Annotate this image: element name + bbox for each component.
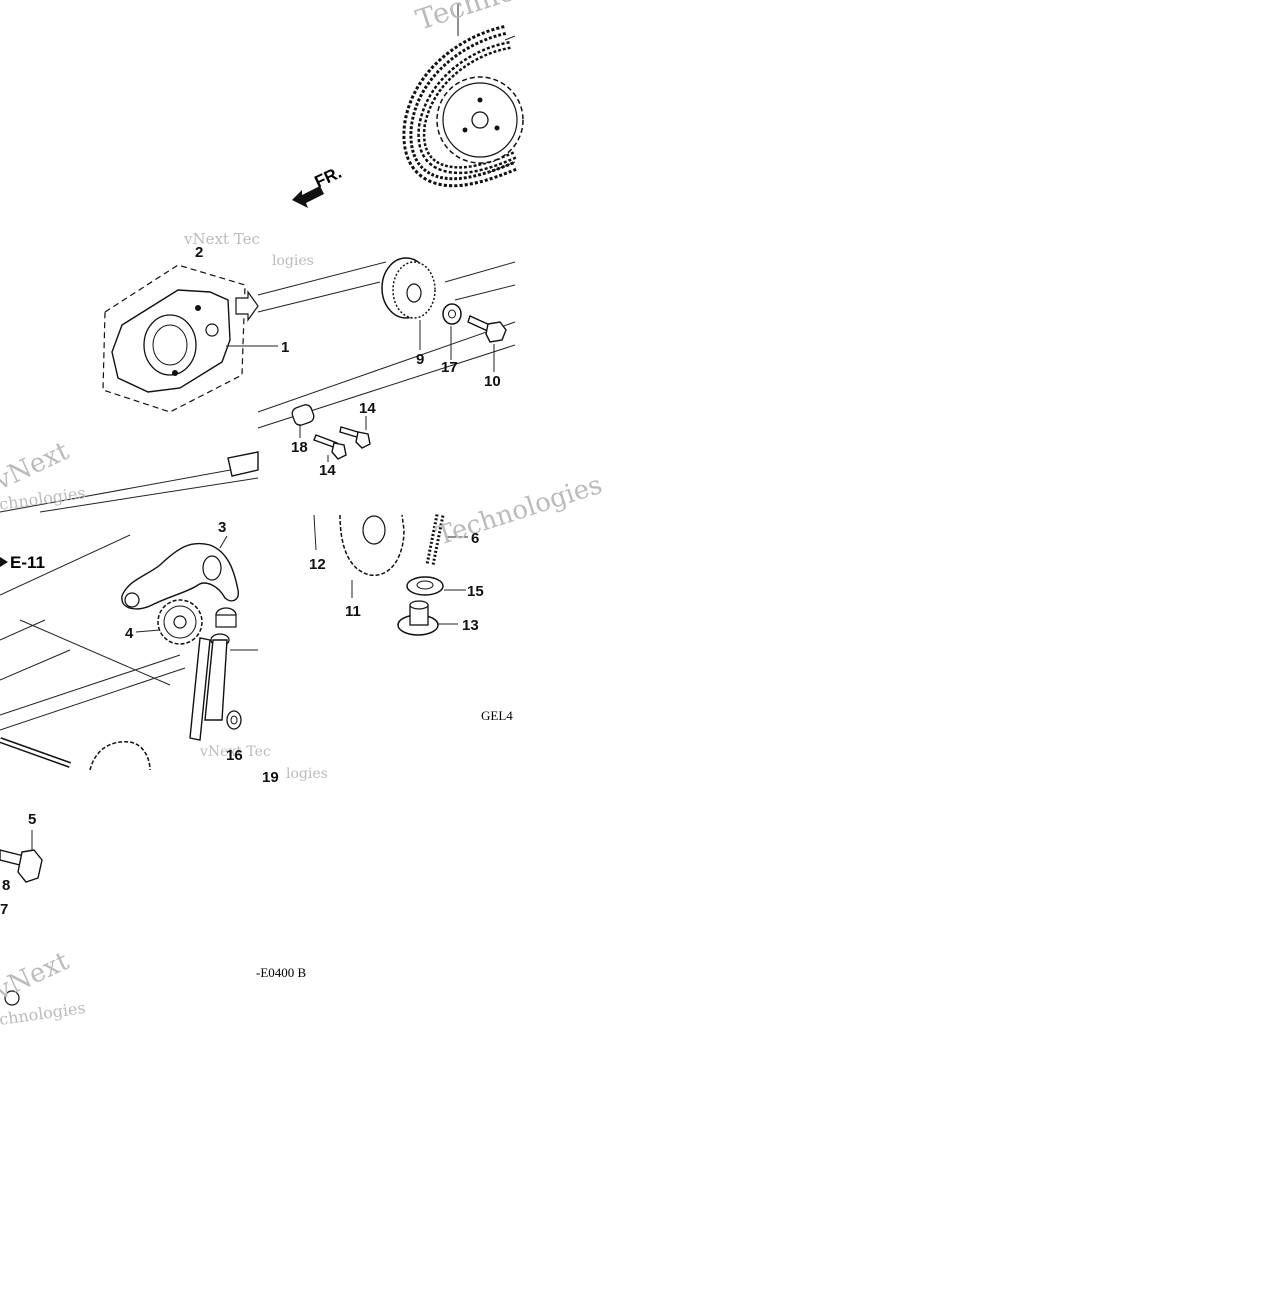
driven-sprocket-partial	[89, 741, 151, 771]
nut-19	[4, 990, 20, 1006]
idler-roller	[381, 257, 436, 319]
front-label: FR.	[312, 163, 345, 192]
collar-18	[291, 404, 315, 426]
pivot-pin-7	[189, 633, 230, 741]
callout-17: 17	[441, 359, 458, 376]
bolt-5	[0, 849, 43, 883]
nut-top	[215, 607, 237, 628]
axle-end	[227, 451, 259, 477]
callout-6: 6	[471, 530, 479, 547]
sprocket-11	[339, 514, 405, 576]
callout-2: 2	[195, 244, 203, 261]
callout-11: 11	[345, 603, 361, 620]
callout-1: 1	[281, 339, 289, 356]
callout-3: 3	[218, 519, 226, 536]
callout-15: 15	[467, 583, 484, 600]
callout-19: 19	[262, 769, 279, 786]
callout-14b: 14	[319, 462, 336, 479]
washer-16	[226, 710, 242, 730]
callout-14a: 14	[359, 400, 376, 417]
rear-axle	[0, 737, 72, 768]
reference-label: E-11	[10, 553, 45, 572]
drive-chain	[402, 25, 517, 188]
tensioner-arm	[121, 542, 240, 610]
watermark-vnext-bottom: vNext Tec	[199, 744, 271, 760]
watermark-vnext-top: vNext Tec	[183, 230, 260, 248]
sprocket-cover	[111, 289, 231, 393]
callout-9: 9	[416, 351, 424, 368]
callout-8: 8	[2, 877, 10, 894]
callout-10: 10	[484, 373, 501, 390]
figure-code-gel4: GEL4	[481, 708, 513, 723]
callout-7: 7	[0, 901, 8, 918]
callout-12: 12	[309, 556, 326, 573]
reference-e11: E-11	[0, 553, 45, 572]
bolt-14-lower	[313, 434, 347, 460]
callout-5: 5	[28, 811, 36, 828]
tile-tensioner	[0, 534, 258, 771]
callouts: 1 2 3 4 5 6 7 8 9 10 11 12 13 14 14 15 1…	[0, 244, 501, 918]
watermarks: vNext Tec Technologies Technologies vNex…	[0, 0, 606, 1029]
bolt-10	[467, 315, 507, 343]
tile-bolt	[0, 830, 43, 1006]
front-direction-arrow: FR.	[292, 163, 345, 208]
adjuster-spring-6	[425, 514, 445, 566]
figure-code-e0400: -E0400 B	[256, 965, 307, 980]
tile-drive-chain	[402, 4, 524, 188]
tile-idler-roller	[257, 257, 516, 462]
watermark-logies-mid: logies	[272, 253, 314, 269]
plug-13	[397, 600, 439, 636]
callout-18: 18	[291, 439, 308, 456]
drive-sprocket	[436, 76, 524, 164]
washer-15	[406, 576, 444, 596]
tensioner-sprocket-4	[157, 599, 203, 645]
tile-adjuster	[313, 514, 468, 636]
callout-16: 16	[226, 747, 243, 764]
watermark-logies-bottom: logies	[286, 766, 328, 782]
washer-17	[442, 303, 462, 325]
callout-13: 13	[462, 617, 479, 634]
bolt-14-upper	[339, 426, 371, 449]
tile-cover	[0, 264, 278, 513]
watermark-vnext-corner: vNext	[0, 946, 74, 1007]
watermark-technologies-right: Technologies	[433, 470, 606, 552]
callout-4: 4	[125, 625, 134, 642]
